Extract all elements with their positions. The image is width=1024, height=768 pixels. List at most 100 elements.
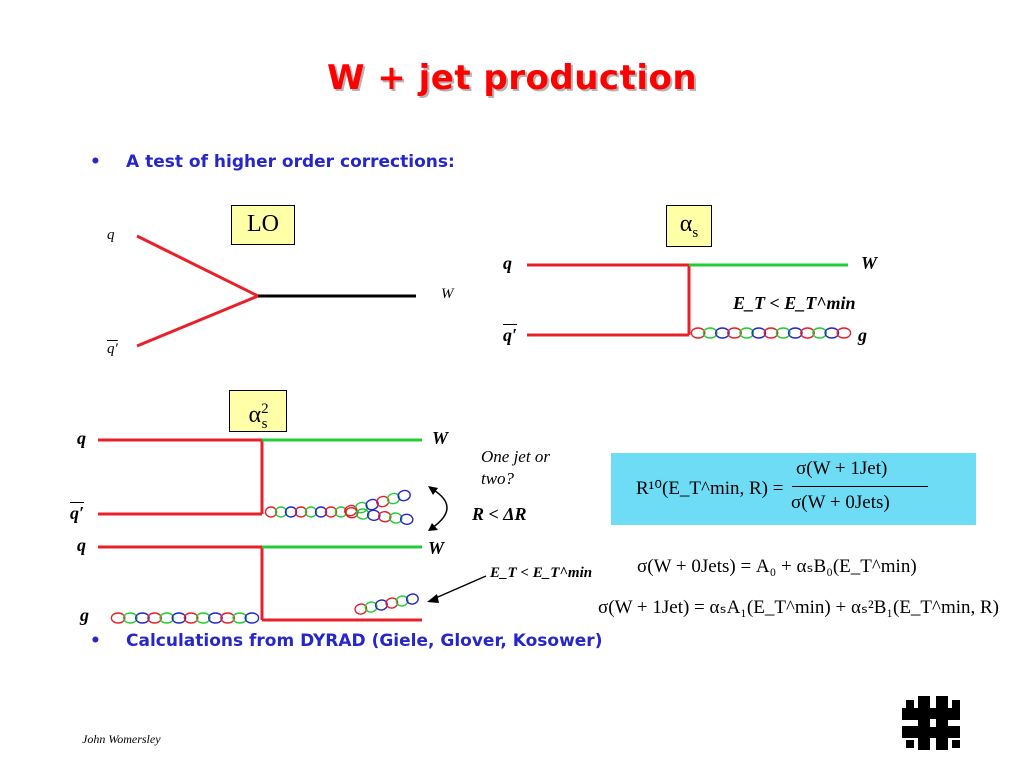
as2-bot-label-w: W <box>428 538 445 558</box>
as2-top-gluon-split-down <box>344 506 414 526</box>
as2-top-label-q: q <box>77 428 86 448</box>
gluon-loop <box>147 612 163 624</box>
alpha-s2-box-base: α <box>248 402 262 428</box>
gluon-loop <box>824 327 840 339</box>
bullet-higher-order: • A test of higher order corrections: <box>90 152 455 172</box>
as2-bot-label-q: q <box>77 535 86 555</box>
bullet-text: A test of higher order corrections: <box>126 152 455 172</box>
gluon-loop <box>134 612 150 624</box>
gluon-loop <box>354 603 368 615</box>
as-qbar-text: q′ <box>503 325 518 345</box>
as2-bot-gluon-outgoing <box>354 593 419 615</box>
lo-label-q: q <box>107 227 115 243</box>
gluon-loop <box>800 327 815 339</box>
lo-box-label: LO <box>247 211 279 237</box>
gluon-loop <box>715 327 730 339</box>
gluon-loop <box>159 612 175 624</box>
alpha-s2-box-sup: 2 <box>261 401 269 417</box>
ratio-lhs: R¹⁰(E_T^min, R) = <box>636 478 784 499</box>
lo-label-qbar-prime: q′ <box>107 341 118 358</box>
fraction-bar <box>792 486 928 487</box>
lo-quark-line-qbar <box>136 294 259 348</box>
gluon-loop <box>244 612 260 624</box>
gluon-loop <box>355 508 370 520</box>
as2-cut-label: E_T < E_T^min <box>490 565 593 581</box>
as-label-g: g <box>858 325 867 345</box>
gluon-loop <box>377 510 392 523</box>
curved-double-arrow <box>431 488 448 529</box>
gluon-loop <box>385 597 399 609</box>
bullet-dyrad: • Calculations from DYRAD (Giele, Glover… <box>90 631 603 651</box>
gluon-loop <box>284 506 298 518</box>
as2-top-gluon-split-up <box>344 489 411 517</box>
ratio-numerator: σ(W + 1Jet) <box>796 458 888 479</box>
gluon-loop <box>364 601 378 613</box>
alpha-s2-box-sub: s <box>261 415 268 432</box>
gluon-loop <box>314 506 328 518</box>
alpha-s-box-sub: s <box>692 224 699 241</box>
gluon-loop <box>207 612 223 624</box>
alpha-s2-order-box: α2s <box>229 390 287 432</box>
bullet-text: Calculations from DYRAD (Giele, Glover, … <box>126 631 603 651</box>
gluon-loop <box>366 509 381 522</box>
gluon-loop <box>812 327 827 339</box>
gluon-loop <box>171 612 187 624</box>
as2-top-label-qbar-prime: q′ <box>70 503 84 524</box>
gluon-loop <box>264 506 278 518</box>
gluon-loop <box>344 506 359 519</box>
pointer-arrow <box>430 575 487 601</box>
bullet-dot: • <box>90 152 101 172</box>
gluon-loop <box>702 327 718 339</box>
gluon-loop <box>274 506 288 518</box>
arrowhead-up <box>428 486 438 495</box>
ratio-denominator: σ(W + 0Jets) <box>791 492 890 513</box>
gluon-loop <box>294 506 308 518</box>
gluon-loop <box>751 327 767 339</box>
arrowhead-down <box>428 523 438 531</box>
gluon-loop <box>690 327 706 339</box>
as2-qbar-text: q′ <box>70 503 85 523</box>
delta-r-condition: R < ΔR <box>472 504 527 524</box>
lo-order-box: LO <box>231 205 295 245</box>
gluon-loop <box>395 595 409 607</box>
pointer-arrowhead <box>427 594 439 603</box>
alpha-s-order-box: αs <box>666 205 712 247</box>
gluon-loop <box>195 612 211 624</box>
bullet-dot: • <box>90 631 101 651</box>
as2-top-gluon-straight <box>264 506 348 518</box>
gluon-loop <box>374 599 388 611</box>
gluon-loop <box>775 327 791 339</box>
gluon-loop <box>739 327 755 339</box>
slide-title: W + jet production <box>326 58 698 98</box>
gluon-loop <box>183 612 199 624</box>
as-label-q: q <box>503 253 512 273</box>
gluon-loop <box>122 612 138 624</box>
gluon-loop <box>727 327 742 339</box>
ratio-formula-box <box>611 453 976 525</box>
gluon-loop <box>110 612 126 624</box>
as-cut-label: E_T < E_T^min <box>733 293 856 313</box>
as-label-qbar-prime: q′ <box>503 325 517 346</box>
gluon-loop <box>836 327 852 339</box>
as2-bot-gluon-incoming <box>110 612 260 624</box>
gluon-loop <box>220 612 236 624</box>
gluon-loop <box>376 495 390 508</box>
as2-top-label-w: W <box>432 428 449 448</box>
equation-one-jet: σ(W + 1Jet) = αₛA₁(E_T^min) + αₛ²B₁(E_T^… <box>598 597 1000 618</box>
gluon-loop <box>763 327 779 339</box>
lo-qbar-text: q′ <box>107 341 118 357</box>
one-jet-or-two-note: One jet or two? <box>481 447 550 488</box>
gluon-loop <box>405 593 419 605</box>
equation-zero-jets: σ(W + 0Jets) = A₀ + αₛB₀(E_T^min) <box>637 556 917 577</box>
as-label-w: W <box>861 253 878 273</box>
gluon-loop <box>304 506 318 518</box>
alpha-s-box-base: α <box>679 211 693 237</box>
as-gluon-line <box>690 327 852 339</box>
lo-quark-line-q <box>136 234 259 298</box>
gluon-loop <box>787 327 803 339</box>
lo-label-w: W <box>441 286 454 302</box>
gluon-loop <box>397 489 411 502</box>
gluon-loop <box>334 506 348 518</box>
gluon-loop <box>388 512 403 524</box>
